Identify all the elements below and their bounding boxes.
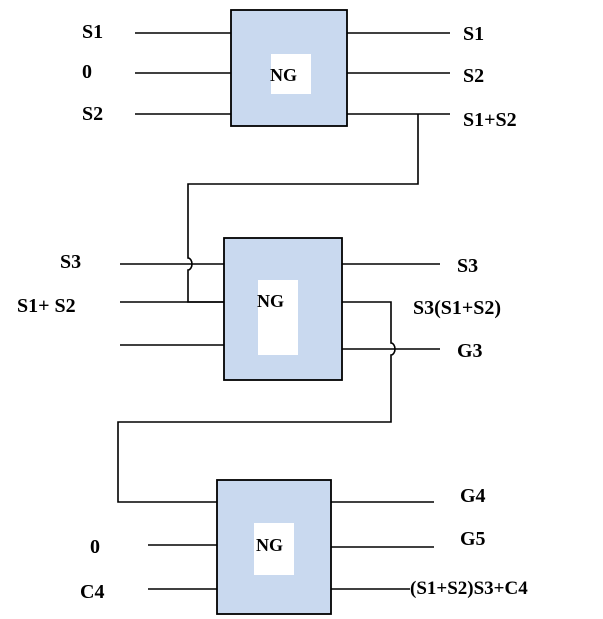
gate-2-input-1-label: S3	[60, 251, 81, 273]
gate-3-output-2-label: G5	[460, 528, 486, 550]
gate-1-label-background	[271, 54, 311, 94]
gate-3: NG	[216, 479, 332, 615]
gate-1-input-1-label: S1	[82, 21, 103, 43]
gate-1-output-3-label: S1+S2	[463, 109, 517, 131]
feedback-wire-s1-plus-s2	[187, 114, 419, 303]
gate-1-output-2-label: S2	[463, 65, 484, 87]
gate-3-output-1-label: G4	[460, 485, 486, 507]
gate-2: NG	[223, 237, 343, 381]
gate-1: NG	[230, 9, 348, 127]
gate-1-input-2-label: 0	[82, 61, 92, 83]
gate-2-output-1-label: S3	[457, 255, 478, 277]
gate-3-input-3-label: C4	[80, 581, 104, 603]
gate-3-name: NG	[256, 535, 283, 555]
gate-2-output-2-label: S3(S1+S2)	[413, 297, 501, 319]
gate-3-label-background	[254, 523, 294, 575]
feedback-wire-s3-s1-plus-s2	[117, 301, 396, 503]
gate-2-output-3-label: G3	[457, 340, 483, 362]
gate-3-input-2-label: 0	[90, 536, 100, 558]
gate-2-label-background	[258, 280, 298, 355]
gate-1-name: NG	[270, 65, 297, 85]
gate-1-output-1-label: S1	[463, 23, 484, 45]
gate-2-input-2-label: S1+ S2	[17, 295, 76, 317]
gate-2-name: NG	[257, 291, 284, 311]
gate-1-input-3-label: S2	[82, 103, 103, 125]
gate-3-output-3-label: (S1+S2)S3+C4	[410, 578, 528, 599]
